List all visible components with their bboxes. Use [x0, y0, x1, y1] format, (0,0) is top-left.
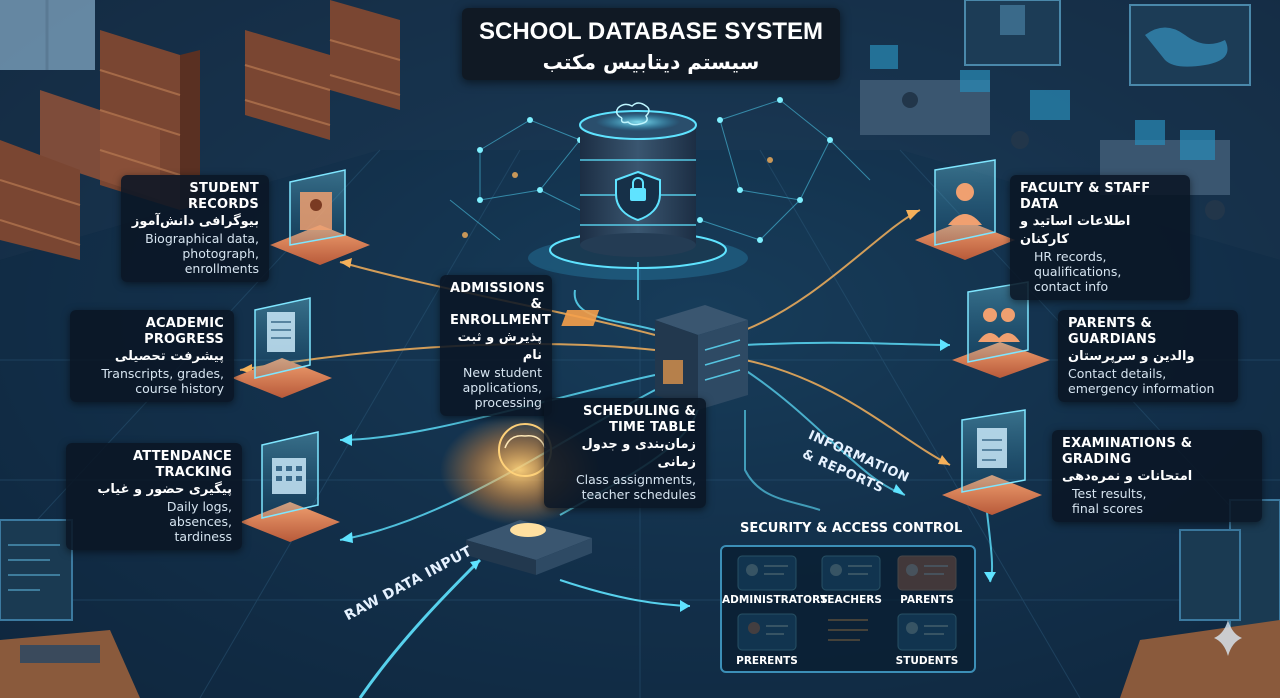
student-records-desc-3: enrollments: [184, 261, 259, 276]
scheduling-label: SCHEDULING & TIME TABLE زمان‌بندی و جدول…: [544, 398, 706, 508]
role-administrators: ADMINISTRATORS: [722, 594, 828, 606]
exams-title: EXAMINATIONS & GRADING: [1062, 436, 1193, 467]
faculty-staff-label: FACULTY & STAFF DATA اطلاعات اساتید و کا…: [1010, 175, 1190, 300]
title-farsi: سیستم دیتابیس مکتب: [542, 50, 760, 74]
module-pad-faculty: [915, 159, 1015, 260]
office-desks: [860, 0, 1251, 220]
admissions-label: ADMISSIONS & ENROLLMENT پذیرش و ثبت نام …: [440, 275, 552, 416]
parents-title: PARENTS & GUARDIANS: [1068, 316, 1157, 347]
parents-farsi: والدین و سرپرستان: [1068, 349, 1195, 364]
admissions-desc-1: New student: [462, 365, 542, 380]
faculty-desc-1: HR records,: [1034, 249, 1107, 264]
security-title: SECURITY & ACCESS CONTROL: [740, 521, 963, 536]
academic-progress-desc-2: course history: [135, 381, 224, 396]
student-records-title: STUDENT RECORDS: [187, 181, 259, 212]
attendance-title: ATTENDANCE TRACKING: [133, 449, 232, 480]
parents-guardians-label: PARENTS & GUARDIANS والدین و سرپرستان Co…: [1058, 310, 1238, 402]
scheduling-title-1: SCHEDULING &: [583, 404, 696, 419]
title-english: SCHOOL DATABASE SYSTEM: [478, 18, 824, 45]
attendance-desc-2: absences,: [169, 514, 232, 529]
module-pad-academic: [232, 297, 332, 398]
module-pad-attendance: [240, 431, 340, 542]
world-map-screen: [1129, 4, 1251, 86]
faculty-farsi: اطلاعات اساتید و کارکنان: [1020, 214, 1131, 247]
admissions-farsi: پذیرش و ثبت نام: [457, 330, 542, 363]
attendance-tracking-label: ATTENDANCE TRACKING پیگیری حضور و غیاب D…: [66, 443, 242, 550]
faculty-desc-3: contact info: [1034, 279, 1109, 294]
student-records-desc-2: photograph,: [182, 246, 259, 261]
role-students: STUDENTS: [895, 655, 959, 667]
academic-progress-title: ACADEMIC PROGRESS: [144, 316, 224, 347]
scheduling-desc-2: teacher schedules: [581, 487, 696, 502]
attendance-desc-3: tardiness: [174, 529, 232, 544]
scheduling-desc-1: Class assignments,: [575, 472, 696, 487]
security-access-panel: [720, 545, 976, 673]
student-records-desc-1: Biographical data,: [145, 231, 259, 246]
academic-progress-farsi: پیشرفت تحصیلی: [114, 349, 224, 364]
exams-desc-1: Test results,: [1072, 486, 1147, 501]
role-parents: PARENTS: [900, 594, 954, 606]
academic-progress-desc-1: Transcripts, grades,: [101, 366, 224, 381]
title-box: SCHOOL DATABASE SYSTEM سیستم دیتابیس مکت…: [462, 8, 840, 80]
exams-farsi: امتحانات و نمره‌دهی: [1062, 469, 1193, 484]
student-records-label: STUDENT RECORDS بیوگرافی دانش‌آموز Biogr…: [121, 175, 269, 282]
bottom-left-computer: [0, 519, 140, 698]
scheduling-title-2: TIME TABLE: [608, 420, 696, 435]
admissions-title-2: ENROLLMENT: [450, 313, 551, 328]
bottom-right-computer: [1120, 499, 1280, 698]
bookshelves: [0, 0, 401, 260]
examinations-label: EXAMINATIONS & GRADING امتحانات و نمره‌د…: [1052, 430, 1262, 522]
parents-desc-2: emergency information: [1068, 381, 1215, 396]
module-pad-exams: [942, 409, 1042, 515]
brain-icon: [615, 102, 650, 126]
faculty-title: FACULTY & STAFF DATA: [1020, 181, 1151, 212]
sparkle-icon: [1214, 620, 1242, 656]
student-records-farsi: بیوگرافی دانش‌آموز: [131, 214, 259, 229]
module-pad-student: [270, 169, 370, 265]
admissions-title-1: ADMISSIONS &: [450, 281, 545, 312]
role-teachers: TEACHERS: [820, 594, 882, 606]
academic-progress-label: ACADEMIC PROGRESS پیشرفت تحصیلی Transcri…: [70, 310, 234, 402]
central-database: [528, 102, 748, 280]
scheduling-farsi: زمان‌بندی و جدول زمانی: [581, 437, 697, 470]
faculty-desc-2: qualifications,: [1034, 264, 1122, 279]
parents-desc-1: Contact details,: [1068, 366, 1167, 381]
attendance-desc-1: Daily logs,: [166, 499, 232, 514]
network-nodes: [477, 97, 833, 253]
admissions-desc-3: processing: [474, 395, 542, 410]
exams-desc-2: final scores: [1072, 501, 1144, 516]
module-pad-parents: [952, 281, 1050, 378]
role-prerents: PRERENTS: [736, 655, 798, 667]
admissions-desc-2: applications,: [462, 380, 542, 395]
server-icon: [561, 305, 748, 410]
attendance-farsi: پیگیری حضور و غیاب: [97, 482, 232, 497]
